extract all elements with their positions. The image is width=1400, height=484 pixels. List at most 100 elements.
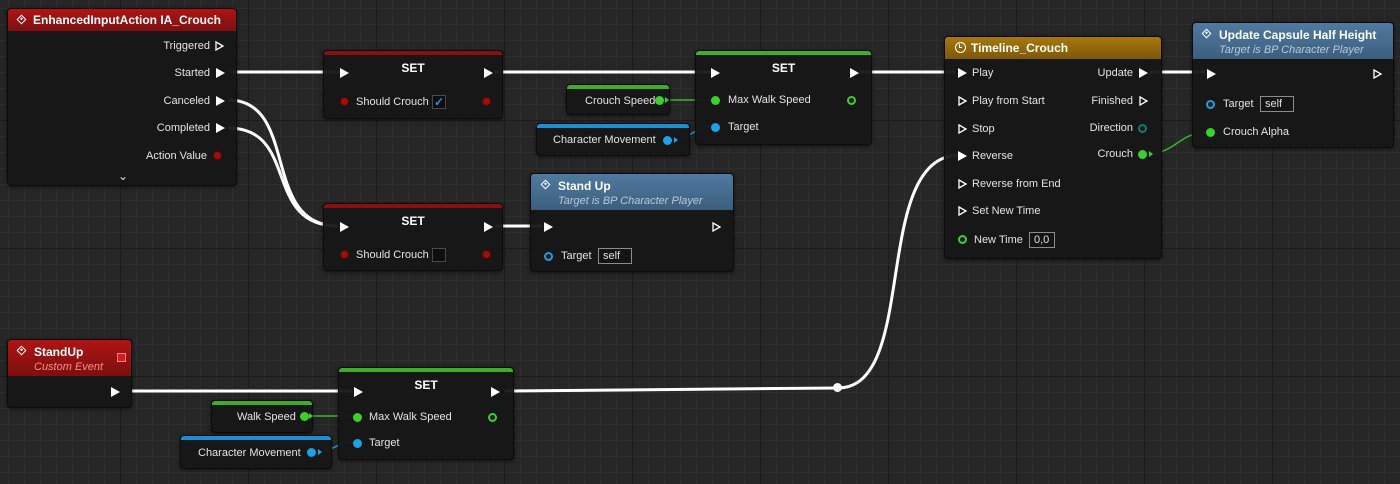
pin-triggered[interactable] <box>215 41 225 51</box>
pin-started[interactable] <box>216 68 225 78</box>
update-capsule-node[interactable]: Update Capsule Half Height Target is BP … <box>1192 22 1394 148</box>
timeline-title: Timeline_Crouch <box>971 41 1069 55</box>
timeline-stop-pin[interactable] <box>958 124 968 134</box>
pin-canceled-label: Canceled <box>163 95 210 107</box>
timeline-crouch-node[interactable]: Timeline_Crouch Play Play from Start Sto… <box>944 36 1162 259</box>
max-walk-speed-label: Max Walk Speed <box>728 94 811 106</box>
timeline-update-label: Update <box>1097 67 1133 79</box>
update-capsule-exec-in[interactable] <box>1207 69 1216 79</box>
walk-speed-label: Walk Speed <box>237 411 296 423</box>
set-bar <box>696 51 871 55</box>
set-exec-out[interactable] <box>850 68 859 78</box>
set-exec-in[interactable] <box>340 68 349 78</box>
crouch-alpha-pin[interactable] <box>1206 128 1215 137</box>
set-exec-out[interactable] <box>484 68 493 78</box>
crouch-alpha-label: Crouch Alpha <box>1223 126 1290 138</box>
set-max-walk-speed-bottom-node[interactable]: SET Max Walk Speed Target <box>338 367 514 460</box>
set-title: SET <box>401 61 425 75</box>
standup-event-node[interactable]: StandUp Custom Event <box>7 339 132 408</box>
character-movement-label: Character Movement <box>553 134 656 146</box>
update-capsule-exec-out[interactable] <box>1373 69 1383 79</box>
timeline-direction-pin[interactable] <box>1138 124 1147 133</box>
stand-up-exec-out[interactable] <box>712 222 722 232</box>
timeline-crouch-label: Crouch <box>1097 148 1133 160</box>
max-walk-speed-out-pin[interactable] <box>488 413 497 422</box>
max-walk-speed-out-pin[interactable] <box>847 96 856 105</box>
stop-square-icon[interactable] <box>117 353 126 362</box>
should-crouch-label: Should Crouch <box>356 249 429 261</box>
should-crouch-out-pin[interactable] <box>482 250 491 259</box>
timeline-update-pin[interactable] <box>1139 68 1148 78</box>
walk-speed-getter-node[interactable]: Walk Speed <box>211 400 313 433</box>
update-capsule-target-label: Target <box>1223 98 1254 110</box>
timeline-new-time-pin[interactable] <box>958 235 967 244</box>
set-bar <box>324 51 502 55</box>
set-exec-in[interactable] <box>354 387 363 397</box>
set-bar <box>324 204 502 208</box>
timeline-finished-pin[interactable] <box>1139 96 1149 106</box>
stand-up-function-node[interactable]: Stand Up Target is BP Character Player T… <box>530 173 734 272</box>
walk-speed-out-pin[interactable] <box>300 412 309 421</box>
timeline-new-time-label: New Time <box>974 234 1023 246</box>
should-crouch-in-pin[interactable] <box>340 97 349 106</box>
timeline-play-pin[interactable] <box>958 68 967 78</box>
update-capsule-target-pin[interactable] <box>1206 100 1215 109</box>
timeline-set-new-time-pin[interactable] <box>958 206 968 216</box>
character-movement-out-pin[interactable] <box>307 448 316 457</box>
character-movement-out-pin[interactable] <box>663 136 672 145</box>
should-crouch-out-pin[interactable] <box>482 97 491 106</box>
timeline-new-time-input[interactable]: 0,0 <box>1029 232 1055 248</box>
pin-completed-label: Completed <box>156 122 210 134</box>
stand-up-subtitle: Target is BP Character Player <box>558 195 703 207</box>
should-crouch-checkbox[interactable] <box>432 248 446 262</box>
stand-up-title: Stand Up <box>558 179 611 193</box>
set-should-crouch-false-node[interactable]: SET Should Crouch <box>323 203 503 271</box>
stand-up-target-pin[interactable] <box>544 252 553 261</box>
max-walk-speed-in-pin[interactable] <box>353 413 362 422</box>
should-crouch-in-pin[interactable] <box>340 250 349 259</box>
reroute-node[interactable] <box>833 383 842 392</box>
standup-event-title: StandUp <box>34 345 84 359</box>
max-walk-speed-in-pin[interactable] <box>711 96 720 105</box>
character-movement-getter-node-2[interactable]: Character Movement <box>180 435 332 469</box>
stand-up-target-input[interactable]: self <box>598 248 632 264</box>
pin-canceled[interactable] <box>216 96 225 106</box>
stand-up-exec-in[interactable] <box>544 222 553 232</box>
set-exec-in[interactable] <box>340 222 349 232</box>
function-icon <box>1201 28 1212 39</box>
set-exec-out[interactable] <box>484 222 493 232</box>
set-exec-out[interactable] <box>491 387 500 397</box>
standup-event-exec-out[interactable] <box>111 387 120 397</box>
target-label: Target <box>369 437 400 449</box>
update-capsule-target-input[interactable]: self <box>1260 96 1294 112</box>
target-in-pin[interactable] <box>711 123 720 132</box>
should-crouch-label: Should Crouch <box>356 96 429 108</box>
timeline-crouch-pin[interactable] <box>1138 150 1147 159</box>
target-in-pin[interactable] <box>353 439 362 448</box>
crouch-speed-getter-node[interactable]: Crouch Speed <box>566 84 670 115</box>
event-diamond-icon <box>16 345 27 356</box>
set-should-crouch-true-node[interactable]: SET Should Crouch ✓ <box>323 50 503 119</box>
enhanced-input-node[interactable]: EnhancedInputAction IA_Crouch Triggered … <box>7 8 237 186</box>
pin-completed[interactable] <box>216 123 225 133</box>
set-title: SET <box>401 214 425 228</box>
timeline-reverse-from-end-pin[interactable] <box>958 179 968 189</box>
crouch-speed-out-pin[interactable] <box>655 96 664 105</box>
set-exec-in[interactable] <box>711 68 720 78</box>
function-icon <box>540 179 551 190</box>
wire-reroute-to-reverse <box>837 153 961 390</box>
getter-bar <box>181 436 331 440</box>
timeline-stop-label: Stop <box>972 123 995 135</box>
timeline-reverse-pin[interactable] <box>958 151 967 161</box>
standup-event-header: StandUp Custom Event <box>8 340 131 376</box>
timeline-play-from-start-pin[interactable] <box>958 96 968 106</box>
chevron-down-icon[interactable]: ⌄ <box>118 169 129 183</box>
character-movement-getter-node[interactable]: Character Movement <box>536 123 690 156</box>
pin-action-value[interactable] <box>213 151 222 160</box>
should-crouch-checkbox[interactable]: ✓ <box>432 95 446 109</box>
set-title: SET <box>414 378 438 392</box>
pin-arrow <box>309 413 313 419</box>
timeline-reverse-label: Reverse <box>972 150 1013 162</box>
wire-completed-to-set <box>227 126 339 228</box>
set-max-walk-speed-top-node[interactable]: SET Max Walk Speed Target <box>695 50 872 145</box>
